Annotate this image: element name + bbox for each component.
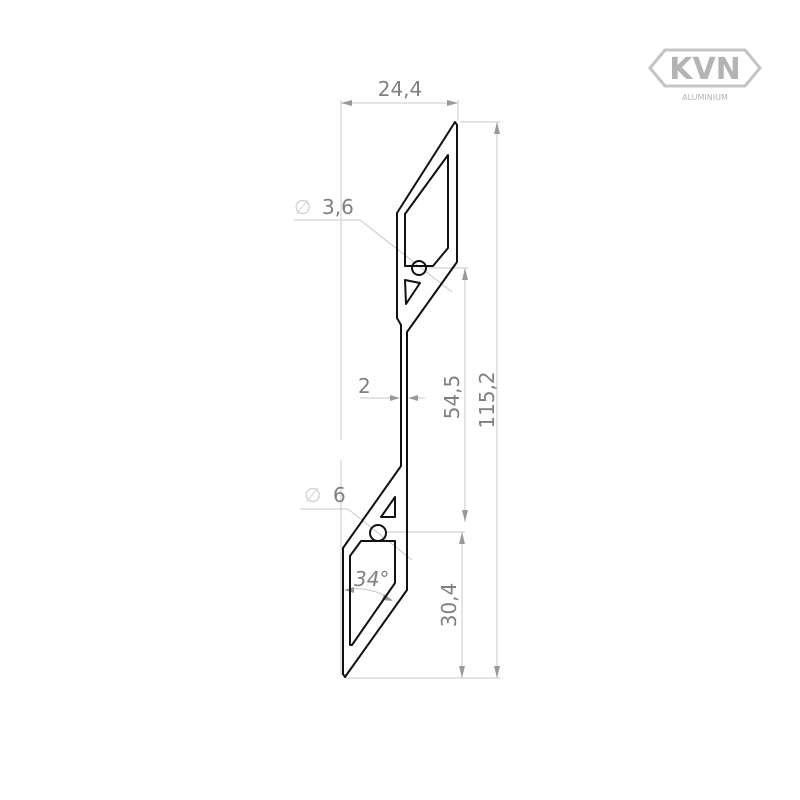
diameter-symbol-large: ∅ xyxy=(304,483,321,507)
dim-angle: 34° xyxy=(354,567,389,591)
dim-total-height: 115,2 xyxy=(475,371,499,428)
dim-lower-height: 30,4 xyxy=(437,583,461,628)
diameter-symbol-small: ∅ xyxy=(294,195,311,219)
dim-width-top: 24,4 xyxy=(378,77,423,101)
dim-wall: 2 xyxy=(358,374,371,398)
dimension-lines xyxy=(294,100,500,679)
logo-sub: ALUMINIUM xyxy=(682,93,728,102)
dim-hole-small: 3,6 xyxy=(322,195,354,219)
dim-hole-large: 6 xyxy=(333,483,346,507)
kvn-logo: KVN ALUMINIUM xyxy=(648,48,762,102)
aluminium-profile xyxy=(342,121,458,678)
logo-brand: KVN xyxy=(669,52,741,87)
dim-mid-height: 54,5 xyxy=(440,375,464,420)
